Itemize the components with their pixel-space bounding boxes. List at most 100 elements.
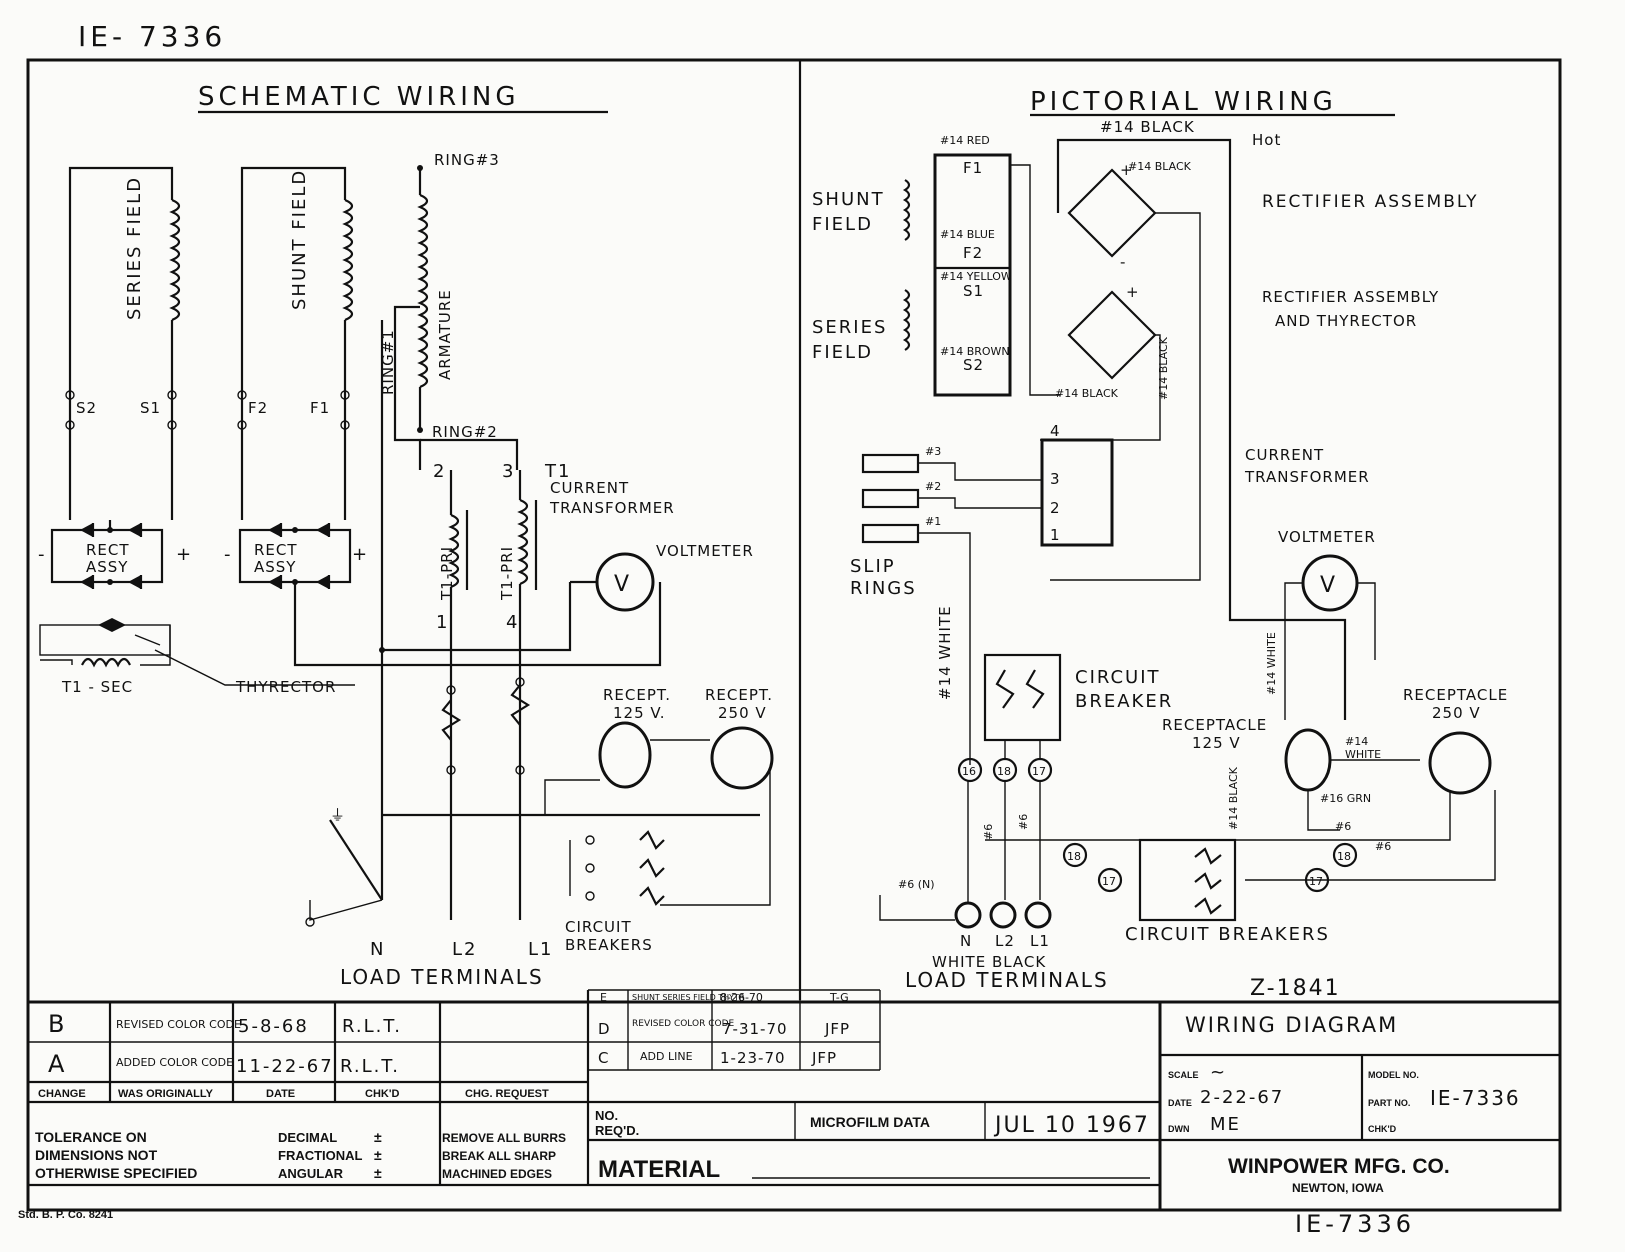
ct-4: 4 [1050, 422, 1061, 440]
armature-schematic: RING#3 RING#1 RING#2 ARMATURE [379, 151, 519, 470]
white-black-label: WHITE BLACK [932, 953, 1046, 971]
f2-label: F2 [248, 399, 268, 417]
yellow14-label: #14 YELLOW [940, 270, 1012, 283]
ground-symbol: ⏚ [330, 806, 346, 824]
tb-dwn: ME [1210, 1114, 1241, 1135]
terminal-16 [957, 757, 983, 783]
ring2-label: RING#2 [432, 423, 498, 441]
t18-b: 18 [1067, 850, 1081, 863]
rect-assy-1: RECT ASSY - + T1 - SEC THYRECTOR [38, 520, 355, 696]
recept-125-label-1: RECEPT. [603, 686, 671, 704]
ct-label-1: CURRENT [550, 479, 629, 497]
series-field-schematic: SERIES FIELD S2 S1 [65, 166, 181, 520]
terminal-l1-pict [1024, 901, 1052, 929]
rev-d-change: D [598, 1020, 611, 1038]
num-2: 2 [433, 461, 446, 482]
tb-chkd-label: CHK'D [1368, 1124, 1397, 1134]
thyrector-label: THYRECTOR [235, 678, 336, 696]
rev-b-chkd: R.L.T. [342, 1016, 402, 1037]
rev-c-was: ADD LINE [640, 1050, 693, 1063]
rev-b-date: 5-8-68 [238, 1016, 309, 1037]
t1-pri-label-2: T1-PRI [498, 546, 516, 601]
recept-125-pict-1: RECEPTACLE [1162, 716, 1267, 734]
n-label: N [370, 939, 385, 960]
ring3-pict: #3 [925, 445, 941, 458]
circuit-breaker-pict-1: CIRCUIT [1075, 667, 1161, 688]
shunt-field-pict-2: FIELD [812, 214, 873, 235]
receptacle-250-pict [1428, 731, 1492, 795]
voltmeter-label: VOLTMETER [656, 542, 754, 560]
circuit-breakers-pict-label: CIRCUIT BREAKERS [1125, 924, 1330, 945]
hdr-req: CHG. REQUEST [465, 1088, 549, 1100]
tol-angular: ANGULAR [278, 1166, 344, 1181]
recept-250-pict-2: 250 V [1432, 704, 1481, 722]
load-terminals-pict: LOAD TERMINALS [905, 968, 1109, 992]
pictorial-section: PICTORIAL WIRING F1 F2 S1 S2 #14 RED #14… [812, 87, 1508, 1001]
slip-rings-label-1: SLIP [850, 556, 896, 577]
t18-label: 18 [997, 765, 1011, 778]
white14-label: #14 WHITE [936, 605, 954, 700]
rev-c-date: 1-23-70 [720, 1049, 786, 1067]
circuit-breakers-label-1: CIRCUIT [565, 918, 632, 936]
t1-label: T1 [544, 461, 571, 482]
tb-company: WINPOWER MFG. CO. [1228, 1155, 1450, 1178]
no-reqd-1: NO. [595, 1108, 618, 1123]
grn16-label: #16 GRN [1320, 792, 1371, 805]
burrs-2: BREAK ALL SHARP [442, 1149, 556, 1163]
rev-a-was: ADDED COLOR CODE [116, 1056, 233, 1069]
receptacle-125-pict [1284, 728, 1332, 792]
tb-scale: ~ [1210, 1062, 1227, 1083]
ring1-pict: #1 [925, 515, 941, 528]
n-pict: N [960, 932, 972, 950]
ct-pict-label-1: CURRENT [1245, 446, 1324, 464]
series-field-pict-2: FIELD [812, 342, 873, 363]
rev-e-was: SHUNT SERIES FIELD THYTR [632, 993, 745, 1002]
black14-top: #14 BLACK [1100, 118, 1195, 136]
rev-a-chkd: R.L.T. [340, 1056, 400, 1077]
black14-a: #14 BLACK [1055, 387, 1119, 400]
hdr-date: DATE [266, 1088, 295, 1100]
voltmeter-schematic: V VOLTMETER [382, 542, 754, 652]
rev-d-chkd: JFP [824, 1020, 850, 1038]
hdr-was: WAS ORIGINALLY [118, 1088, 214, 1100]
rect-assy-2-minus: - [224, 544, 233, 565]
current-transformer-pict [1040, 438, 1114, 547]
pm-3: ± [374, 1165, 382, 1181]
shunt-field-pict-1: SHUNT [812, 189, 885, 210]
t1-primaries: 2 3 T1 CURRENT TRANSFORMER T1-PRI T1-PRI… [433, 461, 674, 680]
tb-scale-label: SCALE [1168, 1070, 1199, 1080]
rev-e-chkd: T-G [829, 991, 849, 1004]
tb-dwn-label: DWN [1168, 1124, 1190, 1134]
f1-terminal: F1 [963, 159, 983, 177]
slip-ring-3 [861, 453, 920, 474]
rect-assy-1-label-1: RECT [86, 541, 130, 559]
armature-label: ARMATURE [436, 289, 454, 380]
white14-c-1: #14 [1345, 735, 1368, 748]
rectifier-assembly-label: RECTIFIER ASSEMBLY [1262, 192, 1478, 212]
ring3-label: RING#3 [434, 151, 500, 169]
recept-250-label-1: RECEPT. [705, 686, 773, 704]
rev-d-date: 7-31-70 [722, 1020, 788, 1038]
rect-assy-2-label-1: RECT [254, 541, 298, 559]
material-label: MATERIAL [598, 1156, 720, 1183]
series-field-label: SERIES FIELD [124, 176, 145, 320]
g6b: #6 [1017, 814, 1030, 830]
ring1-label: RING#1 [379, 329, 397, 395]
terminal-n-pict [954, 901, 982, 929]
s1-terminal: S1 [963, 282, 984, 300]
recept-125-pict-2: 125 V [1192, 734, 1241, 752]
voltmeter-v-label: V [614, 572, 631, 597]
voltmeter-pict-v: V [1320, 573, 1337, 598]
black14-2: #14 BLACK [1128, 160, 1192, 173]
black14-b: #14 BLACK [1157, 336, 1170, 400]
hdr-change: CHANGE [38, 1088, 86, 1100]
drawing-number-top: IE- 7336 [78, 20, 226, 53]
white14-c-2: WHITE [1345, 748, 1381, 761]
circuit-breaker-pict-2: BREAKER [1075, 691, 1173, 712]
rect-assy-2-label-2: ASSY [254, 558, 296, 576]
hot-label: Hot [1252, 131, 1281, 149]
z-number: Z-1841 [1250, 976, 1341, 1001]
t18-c: 18 [1337, 850, 1351, 863]
recept-250-pict-1: RECEPTACLE [1403, 686, 1508, 704]
